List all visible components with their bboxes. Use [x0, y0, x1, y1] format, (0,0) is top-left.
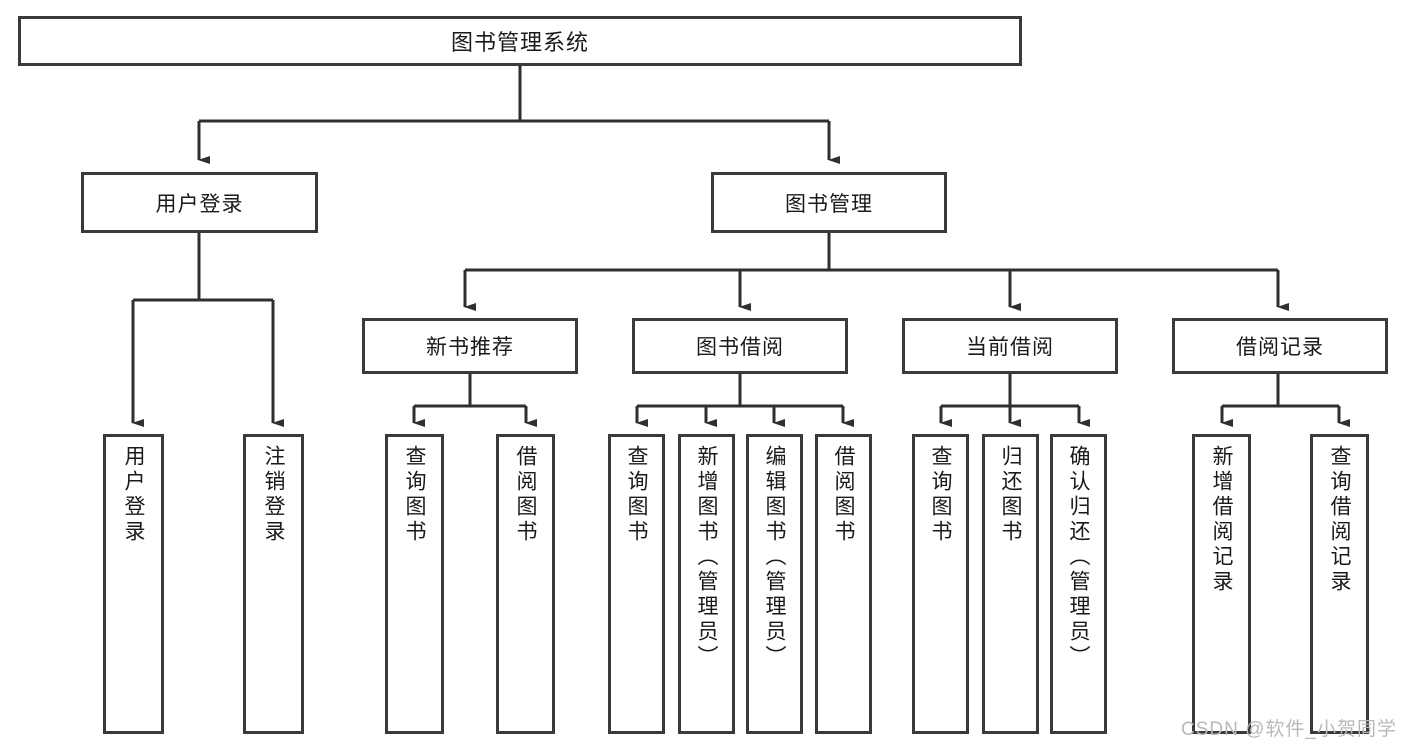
- node-label: 查询图书: [929, 445, 952, 545]
- node-label: 新书推荐: [426, 336, 514, 359]
- node-leaf-query-book-rec[interactable]: 查询图书: [385, 434, 444, 734]
- node-label: 查询图书: [403, 445, 426, 545]
- node-label: 图书借阅: [696, 336, 784, 359]
- node-label: 图书管理系统: [450, 30, 589, 55]
- node-label: 当前借阅: [966, 336, 1054, 359]
- node-leaf-add-book-admin[interactable]: 新增图书（管理员）: [678, 434, 735, 734]
- watermark: CSDN @软件_小贺同学: [1181, 719, 1397, 740]
- node-book-manage[interactable]: 图书管理: [711, 172, 947, 233]
- node-leaf-add-borrow-record[interactable]: 新增借阅记录: [1192, 434, 1251, 734]
- node-new-book-recommend[interactable]: 新书推荐: [362, 318, 578, 374]
- node-label: 查询借阅记录: [1328, 445, 1351, 595]
- node-book-borrow[interactable]: 图书借阅: [632, 318, 848, 374]
- node-leaf-borrow-book-rec[interactable]: 借阅图书: [496, 434, 555, 734]
- node-leaf-borrow-book[interactable]: 借阅图书: [815, 434, 872, 734]
- node-leaf-confirm-return-admin[interactable]: 确认归还（管理员）: [1050, 434, 1107, 734]
- node-leaf-query-book-current[interactable]: 查询图书: [912, 434, 969, 734]
- node-label: 编辑图书（管理员）: [763, 445, 786, 670]
- node-label: 新增图书（管理员）: [695, 445, 718, 670]
- node-leaf-query-book-borrow[interactable]: 查询图书: [608, 434, 665, 734]
- node-leaf-user-login[interactable]: 用户登录: [103, 434, 164, 734]
- node-borrow-record[interactable]: 借阅记录: [1172, 318, 1388, 374]
- node-label: 借阅图书: [832, 445, 855, 545]
- node-user-login[interactable]: 用户登录: [81, 172, 318, 233]
- node-label: 借阅图书: [514, 445, 537, 545]
- node-label: 注销登录: [262, 445, 285, 545]
- node-label: 新增借阅记录: [1210, 445, 1233, 595]
- node-leaf-return-book[interactable]: 归还图书: [982, 434, 1039, 734]
- node-root[interactable]: 图书管理系统: [18, 16, 1022, 66]
- node-label: 归还图书: [999, 445, 1022, 545]
- node-leaf-logout[interactable]: 注销登录: [243, 434, 304, 734]
- node-label: 借阅记录: [1236, 336, 1324, 359]
- node-label: 用户登录: [155, 192, 244, 216]
- node-current-borrow[interactable]: 当前借阅: [902, 318, 1118, 374]
- node-label: 用户登录: [122, 445, 145, 545]
- node-label: 确认归还（管理员）: [1067, 445, 1090, 670]
- node-label: 查询图书: [625, 445, 648, 545]
- node-label: 图书管理: [785, 192, 873, 216]
- node-leaf-edit-book-admin[interactable]: 编辑图书（管理员）: [746, 434, 803, 734]
- node-leaf-query-borrow-record[interactable]: 查询借阅记录: [1310, 434, 1369, 734]
